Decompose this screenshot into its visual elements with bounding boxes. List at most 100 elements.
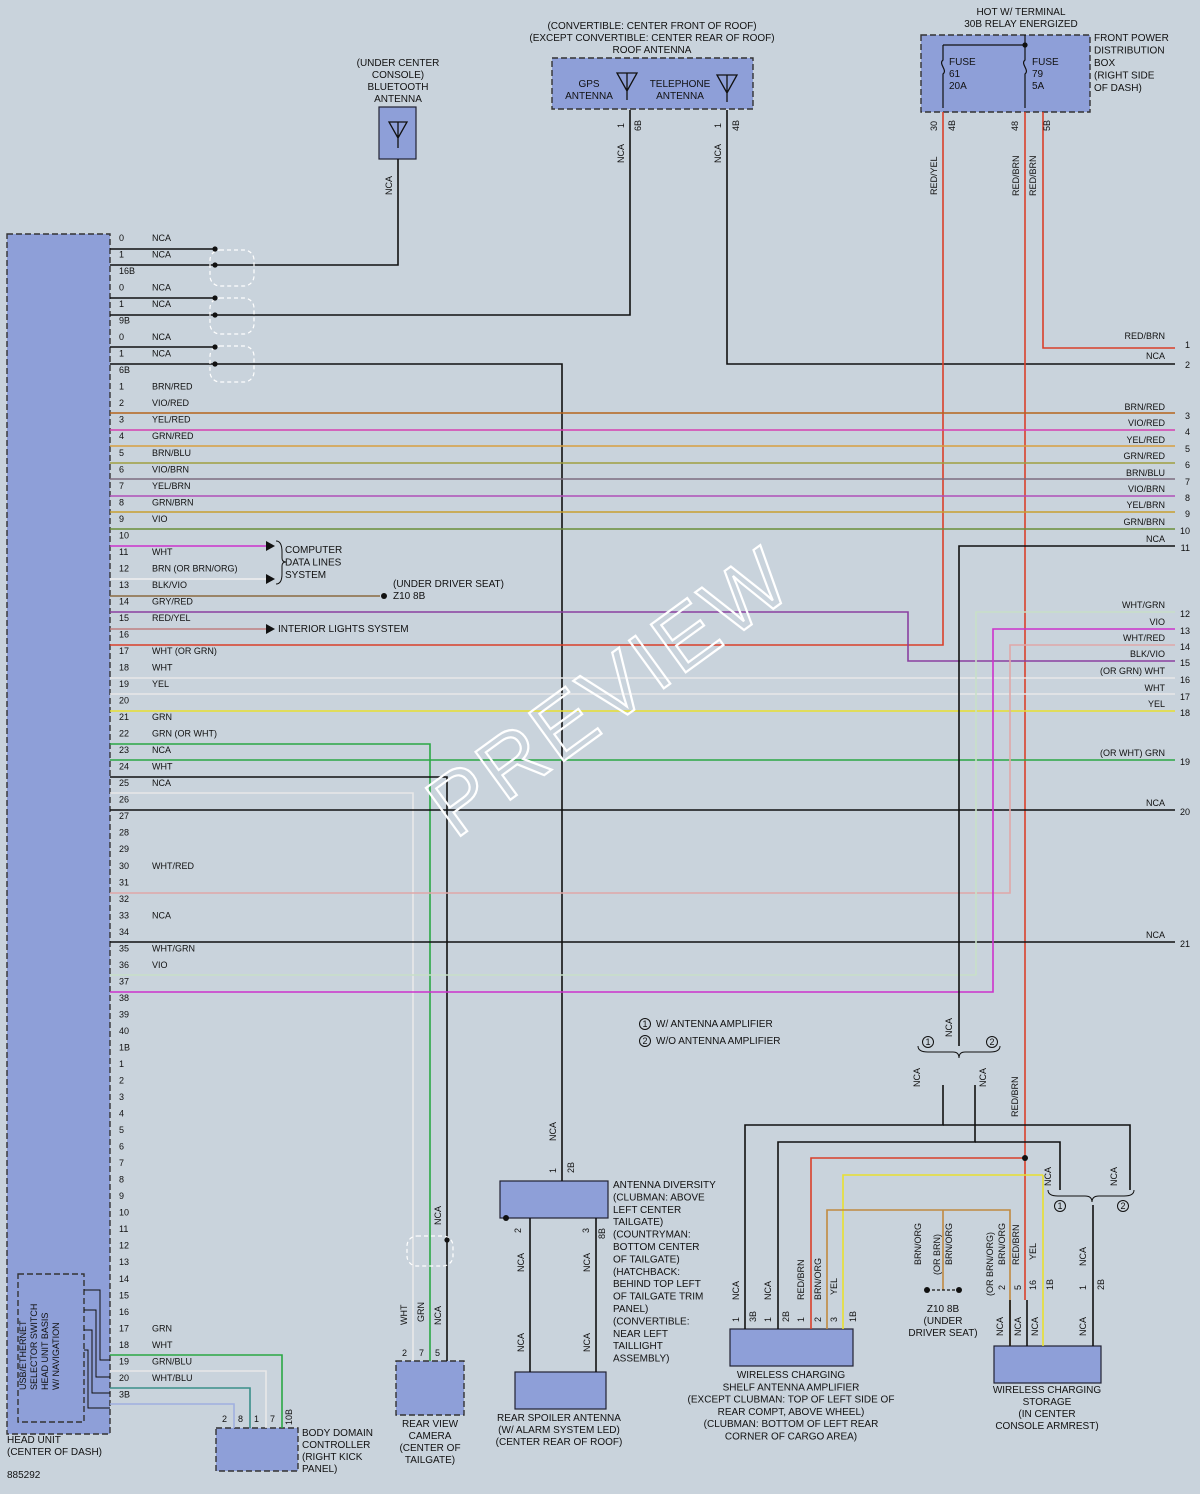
vl-div-2b: 2B <box>566 1162 576 1173</box>
label-line: CAMERA <box>409 1431 452 1442</box>
label-line: 30B RELAY ENERGIZED <box>964 19 1078 30</box>
wire-nca-branch-1 <box>744 1085 944 1329</box>
head-unit-wire-color: NCA <box>152 332 171 342</box>
right-wire-color: NCA <box>1146 930 1165 940</box>
right-pin-number: 19 <box>1180 757 1190 767</box>
head-unit-pin-number: 10 <box>119 1208 129 1218</box>
rear-camera-box <box>395 1360 465 1416</box>
shields <box>209 249 454 1267</box>
vl-cam-nca-b: NCA <box>433 1306 443 1325</box>
splice-16b-1 <box>212 262 218 268</box>
head-unit-pin-number: 28 <box>119 828 129 838</box>
vl-bt-nca: NCA <box>384 176 394 195</box>
right-pin-number: 13 <box>1180 626 1190 636</box>
label-line: 61 <box>949 69 961 80</box>
wire-nca-amp-2 <box>777 1085 976 1329</box>
head-unit-wire-color: WHT/GRN <box>152 943 195 953</box>
head-unit-pin-number: 36 <box>119 960 129 970</box>
legend-1-number: 1 <box>642 1019 647 1029</box>
head-unit-wire-color: WHT/RED <box>152 861 194 871</box>
wire-grn-21 <box>110 743 431 1361</box>
vl-st-pin2: 2 <box>997 1285 1007 1290</box>
label-line: ANTENNA <box>565 91 613 102</box>
head-unit-wire-color: BLK/VIO <box>152 580 187 590</box>
wire-wht-24 <box>110 792 414 1361</box>
vl-amp-pin1b: 1 <box>763 1317 773 1322</box>
label-line: (CONVERTIBLE: <box>613 1316 690 1327</box>
vl-fuse-30: 30 <box>929 121 939 131</box>
vl-div-nca-b: NCA <box>582 1253 592 1272</box>
vl-st-brnorg: BRN/ORG <box>997 1223 1007 1265</box>
head-unit-pin-number: 11 <box>119 1224 128 1234</box>
variant-1b-number: 1 <box>1057 1201 1062 1211</box>
head-unit-pin-number: 26 <box>119 795 129 805</box>
vl-nca-4: NCA <box>1109 1167 1119 1186</box>
splice-9b-1 <box>212 312 218 318</box>
label-line: OF TAILGATE) <box>613 1254 680 1265</box>
vl-st-nca-e: NCA <box>1078 1247 1088 1266</box>
head-unit-wire-color: NCA <box>152 283 171 293</box>
splice-spoiler <box>503 1215 509 1221</box>
label-line: (IN CENTER <box>1018 1409 1075 1420</box>
label-line: NEAR LEFT <box>613 1329 668 1340</box>
vl-tel-nca: NCA <box>713 144 723 163</box>
label-line: (CENTER OF <box>399 1443 460 1454</box>
label-line: GPS <box>578 79 599 90</box>
head-unit-pin-number: 9 <box>119 1191 124 1201</box>
head-unit-pin-number: 13 <box>119 1257 129 1267</box>
head-unit-pin-number: 5 <box>119 1125 124 1135</box>
head-unit-pin-number: 4 <box>119 1109 124 1119</box>
variant-2b-number: 2 <box>1120 1201 1125 1211</box>
right-wire-color: WHT/GRN <box>1122 600 1165 610</box>
label-line: REAR SPOILER ANTENNA <box>497 1413 621 1424</box>
head-unit-pin-number: 16 <box>119 629 129 639</box>
label-line: DISTRIBUTION <box>1094 46 1165 57</box>
vl-spoiler-nca-b: NCA <box>582 1333 592 1352</box>
right-wire-color: BRN/BLU <box>1126 468 1165 478</box>
z10-top-label: (UNDER DRIVER SEAT)Z10 8B <box>393 579 504 602</box>
right-pin-number: 15 <box>1180 658 1190 668</box>
head-unit-pin-number: 15 <box>119 1290 129 1300</box>
head-unit-pin-number: 1B <box>119 1042 130 1052</box>
head-unit-wire-color: VIO <box>152 960 168 970</box>
head-unit-wire-color: BRN/BLU <box>152 448 191 458</box>
label-line: CONTROLLER <box>302 1440 370 1451</box>
label-line: PANEL) <box>613 1304 648 1315</box>
head-unit-pin-number: 33 <box>119 910 129 920</box>
label-line: TAILLIGHT <box>613 1341 663 1352</box>
label-line: FUSE <box>949 57 976 68</box>
vl-cam-grn: GRN <box>416 1302 426 1322</box>
vl-fuse-48: 48 <box>1010 121 1020 131</box>
head-unit-pin-number: 11 <box>119 547 128 557</box>
label-line: W/ NAVIGATION <box>51 1322 61 1390</box>
right-pin-number: 14 <box>1180 642 1190 652</box>
vl-amp-nca-b: NCA <box>763 1281 773 1300</box>
label-line: (CENTER REAR OF ROOF) <box>496 1437 623 1448</box>
vl-st-redbrn: RED/BRN <box>1011 1224 1021 1265</box>
label-line: BOTTOM CENTER <box>613 1242 699 1253</box>
vl-st-nca-c: NCA <box>1030 1317 1040 1336</box>
vl-st-orbrnorg: (OR BRN/ORG) <box>985 1232 995 1296</box>
vl-z10-brnorg-a: BRN/ORG <box>913 1223 923 1265</box>
right-pin-number: 10 <box>1180 526 1190 536</box>
fuse-61-icon <box>940 45 946 108</box>
label-line: BOX <box>1094 58 1115 69</box>
head-unit-label: HEAD UNIT(CENTER OF DASH) <box>7 1435 102 1458</box>
label-line: Z10 8B <box>927 1304 960 1315</box>
label-line: SYSTEM <box>285 570 326 581</box>
label-line: (RIGHT KICK <box>302 1452 363 1463</box>
head-unit-pin-number: 10 <box>119 530 129 540</box>
vl-spoiler-nca-a: NCA <box>516 1333 526 1352</box>
wire-whtblu-bdc <box>110 1403 235 1428</box>
label-line: (HATCHBACK: <box>613 1267 680 1278</box>
head-unit-pin-number: 0 <box>119 233 124 243</box>
wire-usb-4 <box>84 1349 110 1409</box>
